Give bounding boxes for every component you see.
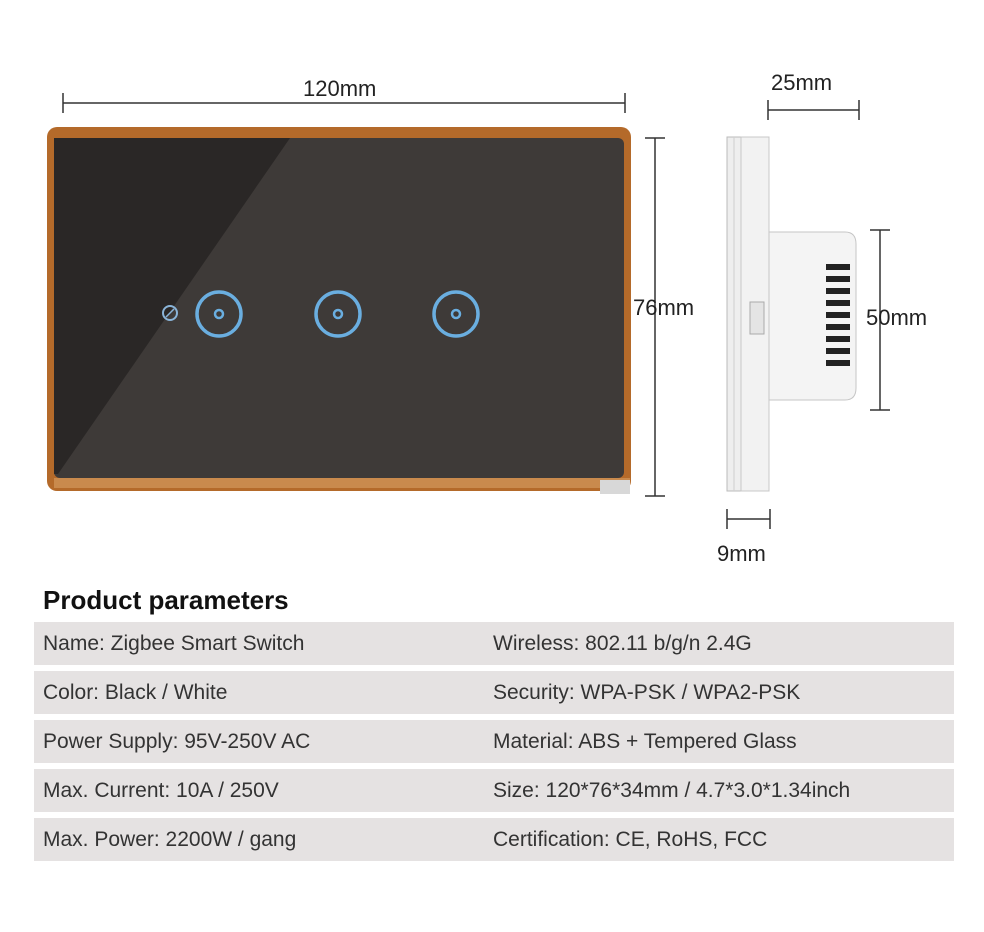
table-row: Max. Power: 2200W / gang Certification: … [34, 818, 954, 861]
touch-button-2[interactable] [314, 290, 362, 338]
section-title: Product parameters [43, 585, 289, 615]
indicator-light-icon [162, 305, 178, 321]
param-wireless: Wireless: 802.11 b/g/n 2.4G [493, 632, 752, 655]
front-width-label: 120mm [303, 76, 377, 101]
param-max-power: Max. Power: 2200W / gang [43, 828, 297, 851]
touch-button-1[interactable] [195, 290, 243, 338]
table-row: Max. Current: 10A / 250V Size: 120*76*34… [34, 769, 954, 812]
height-dimension-line [645, 137, 665, 497]
side-depth-label: 25mm [771, 70, 833, 95]
param-color: Color: Black / White [43, 681, 228, 704]
param-security: Security: WPA-PSK / WPA2-PSK [493, 681, 801, 704]
side-view [726, 100, 890, 529]
touch-button-3[interactable] [432, 290, 480, 338]
product-parameters-table: Name: Zigbee Smart Switch Wireless: 802.… [34, 622, 954, 867]
front-height-label: 76mm [633, 295, 695, 320]
dimension-diagram: 120mm 76mm 25mm 50mm 9mm [47, 70, 928, 566]
param-name: Name: Zigbee Smart Switch [43, 632, 305, 655]
param-certification: Certification: CE, RoHS, FCC [493, 828, 768, 851]
plate-thickness-label: 9mm [717, 541, 766, 566]
table-row: Power Supply: 95V-250V AC Material: ABS … [34, 720, 954, 763]
width-dimension-line [62, 93, 626, 113]
side-body-height-label: 50mm [866, 305, 928, 330]
param-max-current: Max. Current: 10A / 250V [43, 779, 279, 802]
param-material: Material: ABS + Tempered Glass [493, 730, 797, 753]
table-row: Name: Zigbee Smart Switch Wireless: 802.… [34, 622, 954, 665]
param-power-supply: Power Supply: 95V-250V AC [43, 730, 311, 753]
switch-drawing [47, 93, 890, 529]
table-row: Color: Black / White Security: WPA-PSK /… [34, 671, 954, 714]
param-size: Size: 120*76*34mm / 4.7*3.0*1.34inch [493, 779, 851, 802]
